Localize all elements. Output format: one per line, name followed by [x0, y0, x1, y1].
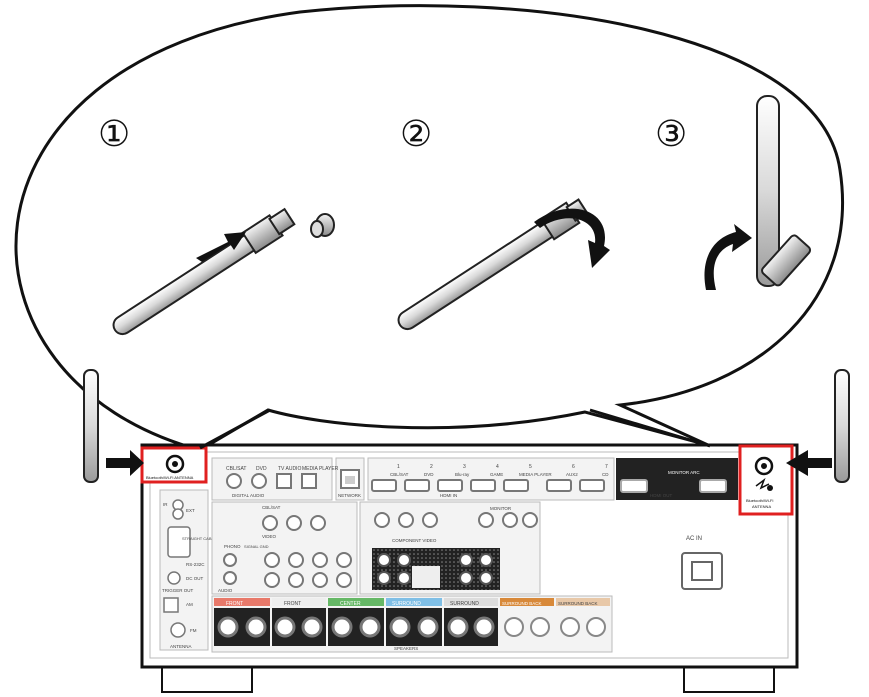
svg-text:5: 5 — [529, 464, 532, 470]
antenna-jack-left: Bluetooth/Wi-Fi ANTENNA — [140, 446, 208, 484]
svg-text:Bluetooth/Wi-Fi ANTENNA: Bluetooth/Wi-Fi ANTENNA — [146, 475, 194, 480]
rotate-arrow-icon — [534, 208, 610, 268]
svg-text:Bluetooth/Wi-Fi: Bluetooth/Wi-Fi — [746, 498, 773, 503]
label-center: CENTER — [340, 601, 361, 607]
hdmi-ports — [371, 479, 727, 493]
callout-bubble — [14, 4, 845, 452]
side-antenna-left — [83, 369, 99, 483]
svg-text:AUDIO: AUDIO — [218, 588, 233, 593]
label-digital-audio: DIGITAL AUDIO — [232, 493, 265, 498]
label-speakers: SPEAKERS — [394, 646, 418, 651]
svg-text:AM: AM — [186, 602, 193, 607]
speaker-terminals — [214, 608, 606, 646]
video-jacks — [223, 515, 352, 588]
svg-text:②: ② — [400, 114, 432, 155]
svg-text:3: 3 — [463, 464, 466, 470]
side-antenna-right — [834, 369, 850, 483]
svg-text:CD: CD — [602, 472, 609, 477]
label-dvd: DVD — [256, 466, 267, 472]
push-arrow-icon — [196, 232, 246, 262]
svg-text:ANTENNA: ANTENNA — [752, 504, 771, 509]
svg-text:SURROUND BACK: SURROUND BACK — [558, 601, 598, 606]
svg-text:①: ① — [98, 114, 130, 155]
svg-text:TRIGGER OUT: TRIGGER OUT — [162, 588, 194, 593]
svg-text:Blu-ray: Blu-ray — [455, 472, 470, 477]
step-3-antenna — [756, 95, 812, 287]
svg-text:MEDIA PLAYER: MEDIA PLAYER — [519, 472, 552, 477]
arrow-left-icon — [786, 450, 832, 476]
receiver-back-panel: CBL/SAT DVD TV AUDIO MEDIA PLAYER DIGITA… — [140, 443, 799, 693]
label-monitor-arc: MONITOR ARC — [668, 470, 700, 475]
svg-text:FM: FM — [190, 628, 197, 633]
label-hdmi-out: HDMI OUT — [650, 493, 672, 498]
svg-text:COMPONENT VIDEO: COMPONENT VIDEO — [392, 538, 437, 543]
raise-arrow-icon — [704, 224, 752, 290]
step-1-number: ① — [98, 114, 130, 155]
svg-text:VIDEO: VIDEO — [262, 534, 277, 539]
svg-text:ANTENNA: ANTENNA — [170, 644, 192, 649]
svg-text:SIGNAL GND: SIGNAL GND — [244, 544, 269, 549]
svg-text:RS-232C: RS-232C — [186, 562, 205, 567]
svg-text:MONITOR: MONITOR — [490, 506, 512, 511]
label-network: NETWORK — [338, 493, 361, 498]
svg-text:1: 1 — [397, 464, 400, 470]
svg-text:6: 6 — [572, 464, 575, 470]
svg-text:STRAIGHT CABLE: STRAIGHT CABLE — [182, 536, 217, 541]
label-tv-audio: TV AUDIO — [278, 466, 301, 472]
svg-text:CBL/SAT: CBL/SAT — [390, 472, 409, 477]
label-media-player: MEDIA PLAYER — [302, 466, 339, 472]
step-2-number: ② — [400, 114, 432, 155]
bluetooth-wifi-icon — [755, 477, 770, 490]
svg-text:③: ③ — [655, 114, 687, 155]
svg-text:PHONO: PHONO — [224, 544, 241, 549]
svg-text:DC OUT: DC OUT — [186, 576, 203, 581]
svg-text:AUX2: AUX2 — [566, 472, 578, 477]
label-hdmi-in: HDMI IN — [440, 493, 457, 498]
svg-text:DVD: DVD — [424, 472, 434, 477]
step-3-number: ③ — [655, 114, 687, 155]
label-ac-in: AC IN — [686, 536, 702, 542]
component-jacks — [374, 512, 538, 528]
arrow-right-icon — [106, 450, 144, 476]
svg-text:CBL/SAT: CBL/SAT — [262, 505, 281, 510]
antenna-connector — [310, 213, 335, 238]
svg-text:FRONT: FRONT — [284, 601, 301, 607]
label-front: FRONT — [226, 601, 243, 607]
label-surround-back: SURROUND BACK — [502, 601, 542, 606]
svg-text:GAME: GAME — [490, 472, 503, 477]
svg-text:IR: IR — [163, 502, 168, 507]
step-1-antenna — [112, 207, 335, 336]
svg-text:2: 2 — [430, 464, 433, 470]
svg-text:4: 4 — [496, 464, 499, 470]
svg-text:SURROUND: SURROUND — [450, 601, 479, 607]
svg-text:7: 7 — [605, 464, 608, 470]
label-cbl-sat: CBL/SAT — [226, 466, 246, 472]
antenna-jack-right: Bluetooth/Wi-Fi ANTENNA — [738, 444, 794, 516]
svg-text:EXT: EXT — [186, 508, 195, 513]
label-surround: SURROUND — [392, 601, 421, 607]
